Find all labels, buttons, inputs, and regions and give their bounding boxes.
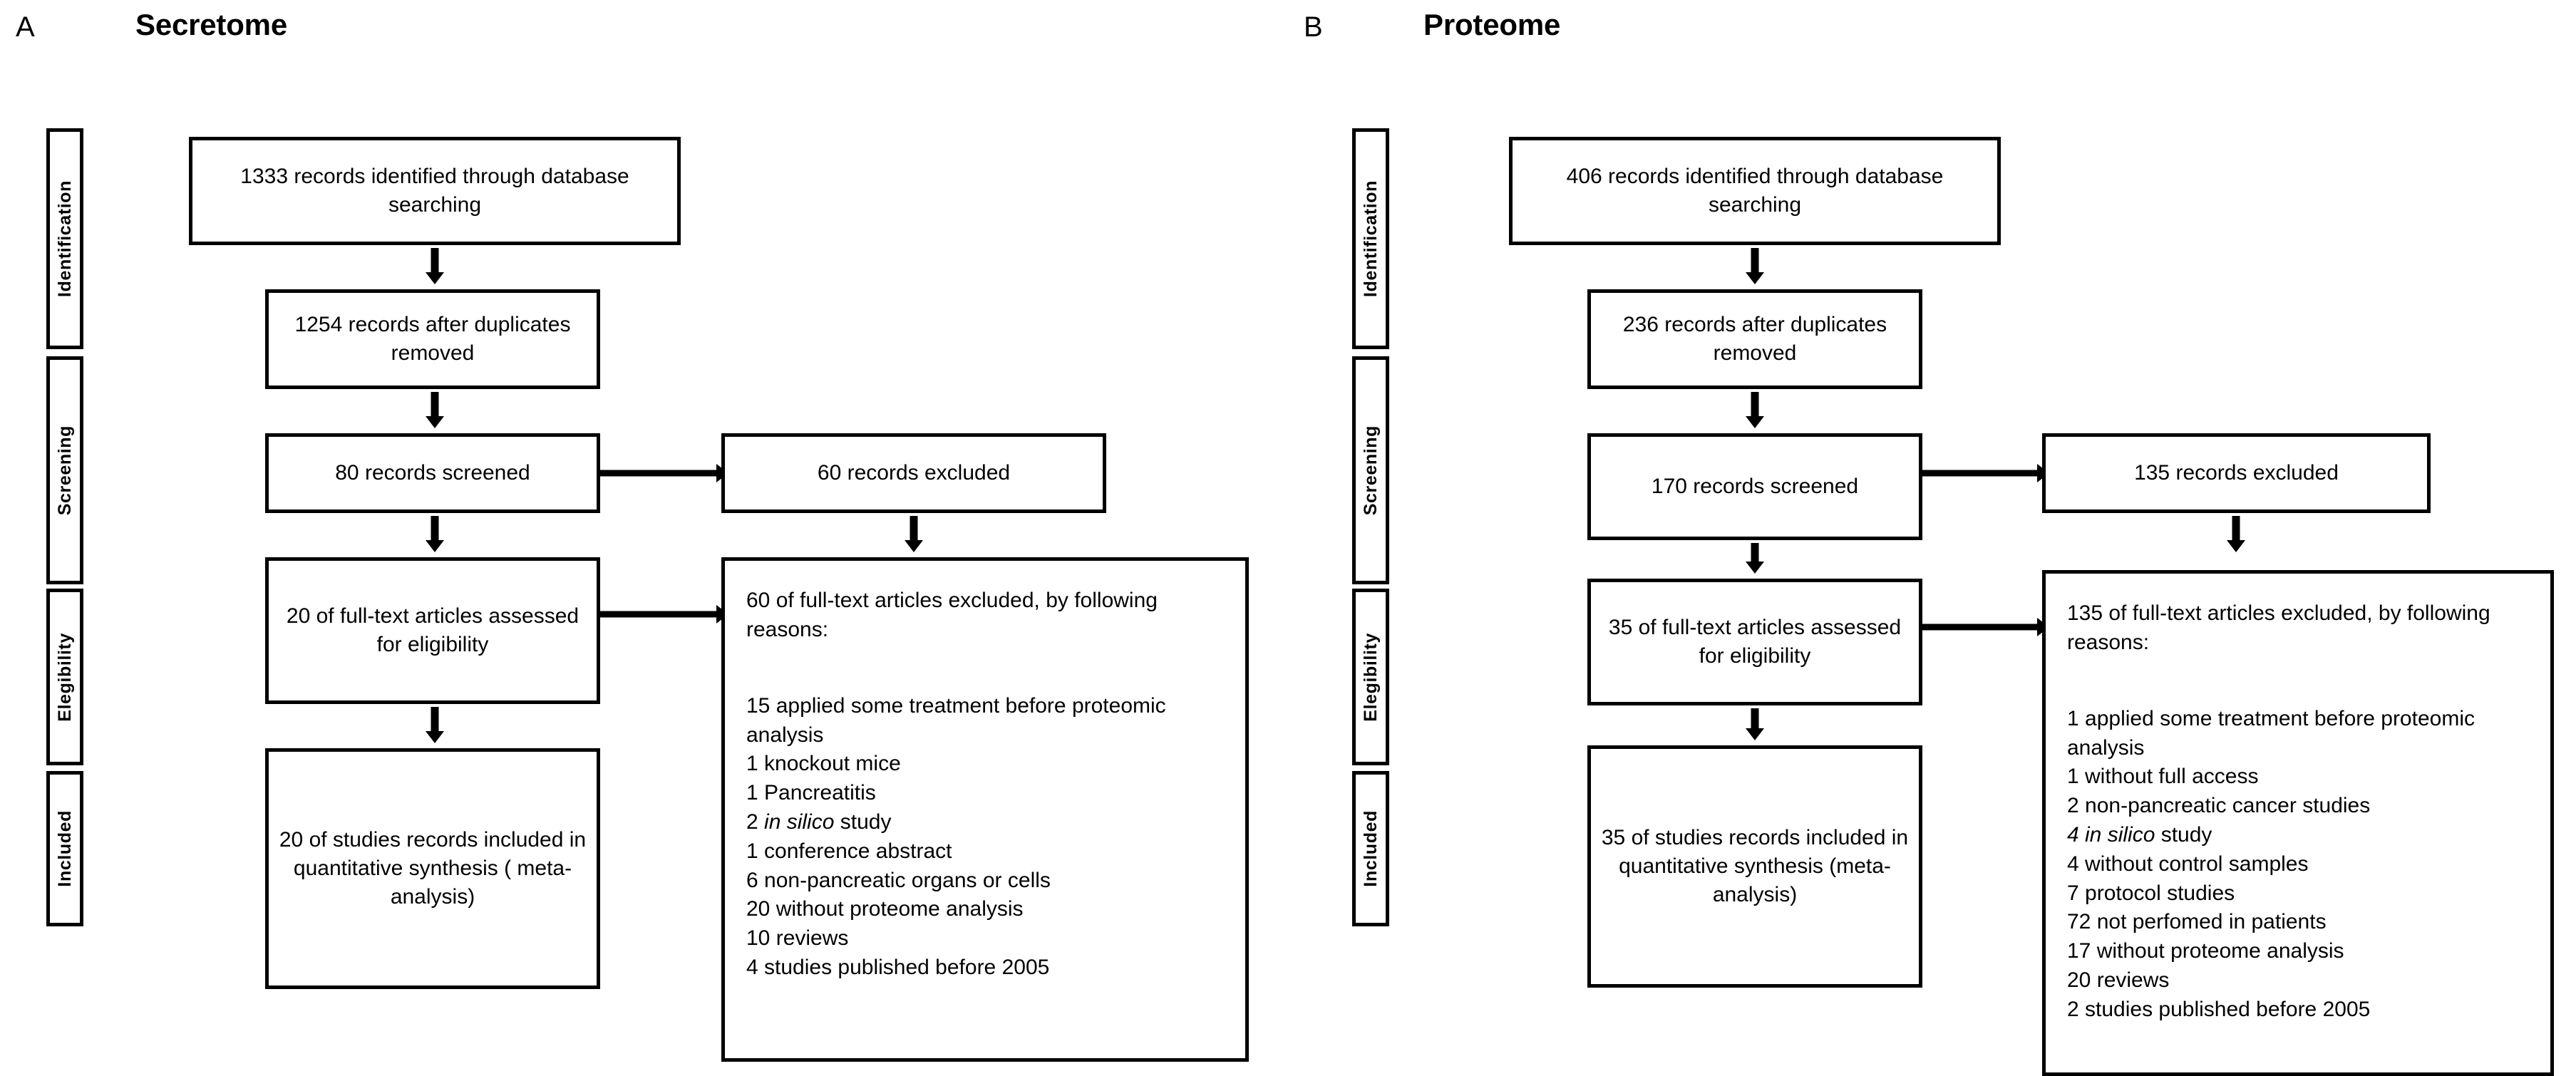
box-fulltext-assessed: 35 of full-text articles assessed for el…: [1587, 579, 1922, 705]
box-records-after-duplicates: 1254 records after duplicates removed: [265, 289, 600, 389]
exclusion-reason-item: 20 reviews: [2067, 968, 2170, 993]
exclusion-heading: 60 of full-text articles excluded, by fo…: [746, 589, 1158, 641]
panel-proteome: B Proteome Identification Screening Eleg…: [1288, 0, 2576, 1076]
box-studies-included-text: 20 of studies records included in quanti…: [279, 827, 587, 909]
stage-label-identification-text: Identification: [1360, 180, 1381, 297]
box-studies-included-text: 35 of studies records included in quanti…: [1601, 825, 1909, 907]
box-records-after-duplicates-text: 236 records after duplicates removed: [1622, 312, 1887, 365]
box-records-excluded-text: 135 records excluded: [2134, 460, 2339, 485]
exclusion-reason-item: 1 knockout mice: [746, 752, 901, 776]
exclusion-reason-item: 2 studies published before 2005: [2067, 997, 2371, 1021]
box-exclusion-reasons-text: 60 of full-text articles excluded, by fo…: [746, 586, 1227, 983]
box-records-identified-text: 1333 records identified through database…: [240, 164, 629, 217]
stage-label-included-text: Included: [1360, 810, 1381, 887]
box-records-screened-text: 170 records screened: [1651, 474, 1859, 498]
box-exclusion-reasons: 135 of full-text articles excluded, by f…: [2042, 570, 2554, 1076]
exclusion-reason-item: 1 Pancreatitis: [746, 781, 876, 805]
exclusion-list: 1 applied some treatment before proteomi…: [2067, 705, 2532, 1025]
exclusion-reason-item: 1 applied some treatment before proteomi…: [2067, 706, 2475, 760]
exclusion-list: 15 applied some treatment before proteom…: [746, 692, 1227, 983]
exclusion-reason-item: 1 without full access: [2067, 765, 2259, 789]
exclusion-reason-item: 72 not perfomed in patients: [2067, 910, 2327, 934]
stage-label-elegibility: Elegibility: [46, 589, 83, 765]
panel-secretome: A Secretome Identification Screening Ele…: [0, 0, 1288, 1073]
exclusion-reason-item: 2 non-pancreatic cancer studies: [2067, 794, 2371, 818]
panel-letter-b: B: [1304, 11, 1324, 43]
box-records-screened: 170 records screened: [1587, 433, 1922, 540]
panel-title-proteome: Proteome: [1423, 8, 1561, 41]
box-studies-included: 35 of studies records included in quanti…: [1587, 745, 1922, 988]
stage-label-identification: Identification: [1352, 128, 1389, 349]
box-records-identified: 406 records identified through database …: [1509, 137, 2001, 245]
box-fulltext-assessed-text: 20 of full-text articles assessed for el…: [286, 604, 579, 656]
box-records-after-duplicates-text: 1254 records after duplicates removed: [294, 312, 571, 365]
stage-label-screening: Screening: [46, 356, 83, 584]
exclusion-reason-item: 2 in silico study: [746, 810, 892, 834]
stage-label-included-text: Included: [54, 810, 75, 887]
box-exclusion-reasons-text: 135 of full-text articles excluded, by f…: [2067, 599, 2532, 1025]
exclusion-reason-item: 6 non-pancreatic organs or cells: [746, 868, 1051, 892]
box-records-excluded: 135 records excluded: [2042, 433, 2431, 513]
stage-label-screening-text: Screening: [1360, 425, 1381, 516]
box-records-after-duplicates: 236 records after duplicates removed: [1587, 289, 1922, 389]
exclusion-reason-item: 4 in silico study: [2067, 823, 2212, 847]
box-records-identified: 1333 records identified through database…: [189, 137, 681, 245]
stage-label-elegibility: Elegibility: [1352, 589, 1389, 765]
box-records-excluded-text: 60 records excluded: [817, 460, 1011, 485]
box-records-screened: 80 records screened: [265, 433, 600, 513]
box-records-screened-text: 80 records screened: [335, 460, 530, 485]
exclusion-reason-item: 4 studies published before 2005: [746, 956, 1050, 980]
box-records-identified-text: 406 records identified through database …: [1566, 164, 1944, 217]
exclusion-reason-item: 20 without proteome analysis: [746, 897, 1024, 921]
stage-label-identification-text: Identification: [54, 180, 75, 297]
exclusion-heading: 135 of full-text articles excluded, by f…: [2067, 601, 2490, 654]
stage-label-elegibility-text: Elegibility: [54, 632, 75, 722]
box-exclusion-reasons: 60 of full-text articles excluded, by fo…: [721, 557, 1249, 1062]
exclusion-reason-item: 10 reviews: [746, 926, 849, 951]
box-fulltext-assessed: 20 of full-text articles assessed for el…: [265, 557, 600, 704]
stage-label-screening-text: Screening: [54, 425, 75, 516]
exclusion-reason-item: 7 protocol studies: [2067, 881, 2235, 905]
stage-label-included: Included: [1352, 771, 1389, 926]
stage-label-included: Included: [46, 771, 83, 926]
box-fulltext-assessed-text: 35 of full-text articles assessed for el…: [1608, 615, 1902, 668]
stage-label-elegibility-text: Elegibility: [1360, 632, 1381, 722]
exclusion-reason-item: 4 without control samples: [2067, 852, 2309, 876]
box-studies-included: 20 of studies records included in quanti…: [265, 748, 600, 989]
exclusion-reason-item: 17 without proteome analysis: [2067, 939, 2344, 963]
exclusion-reason-item: 1 conference abstract: [746, 839, 952, 863]
stage-label-identification: Identification: [46, 128, 83, 349]
stage-label-screening: Screening: [1352, 356, 1389, 584]
box-records-excluded: 60 records excluded: [721, 433, 1106, 513]
panel-letter-a: A: [16, 11, 36, 43]
panel-title-secretome: Secretome: [135, 8, 287, 41]
exclusion-reason-item: 15 applied some treatment before proteom…: [746, 693, 1166, 747]
